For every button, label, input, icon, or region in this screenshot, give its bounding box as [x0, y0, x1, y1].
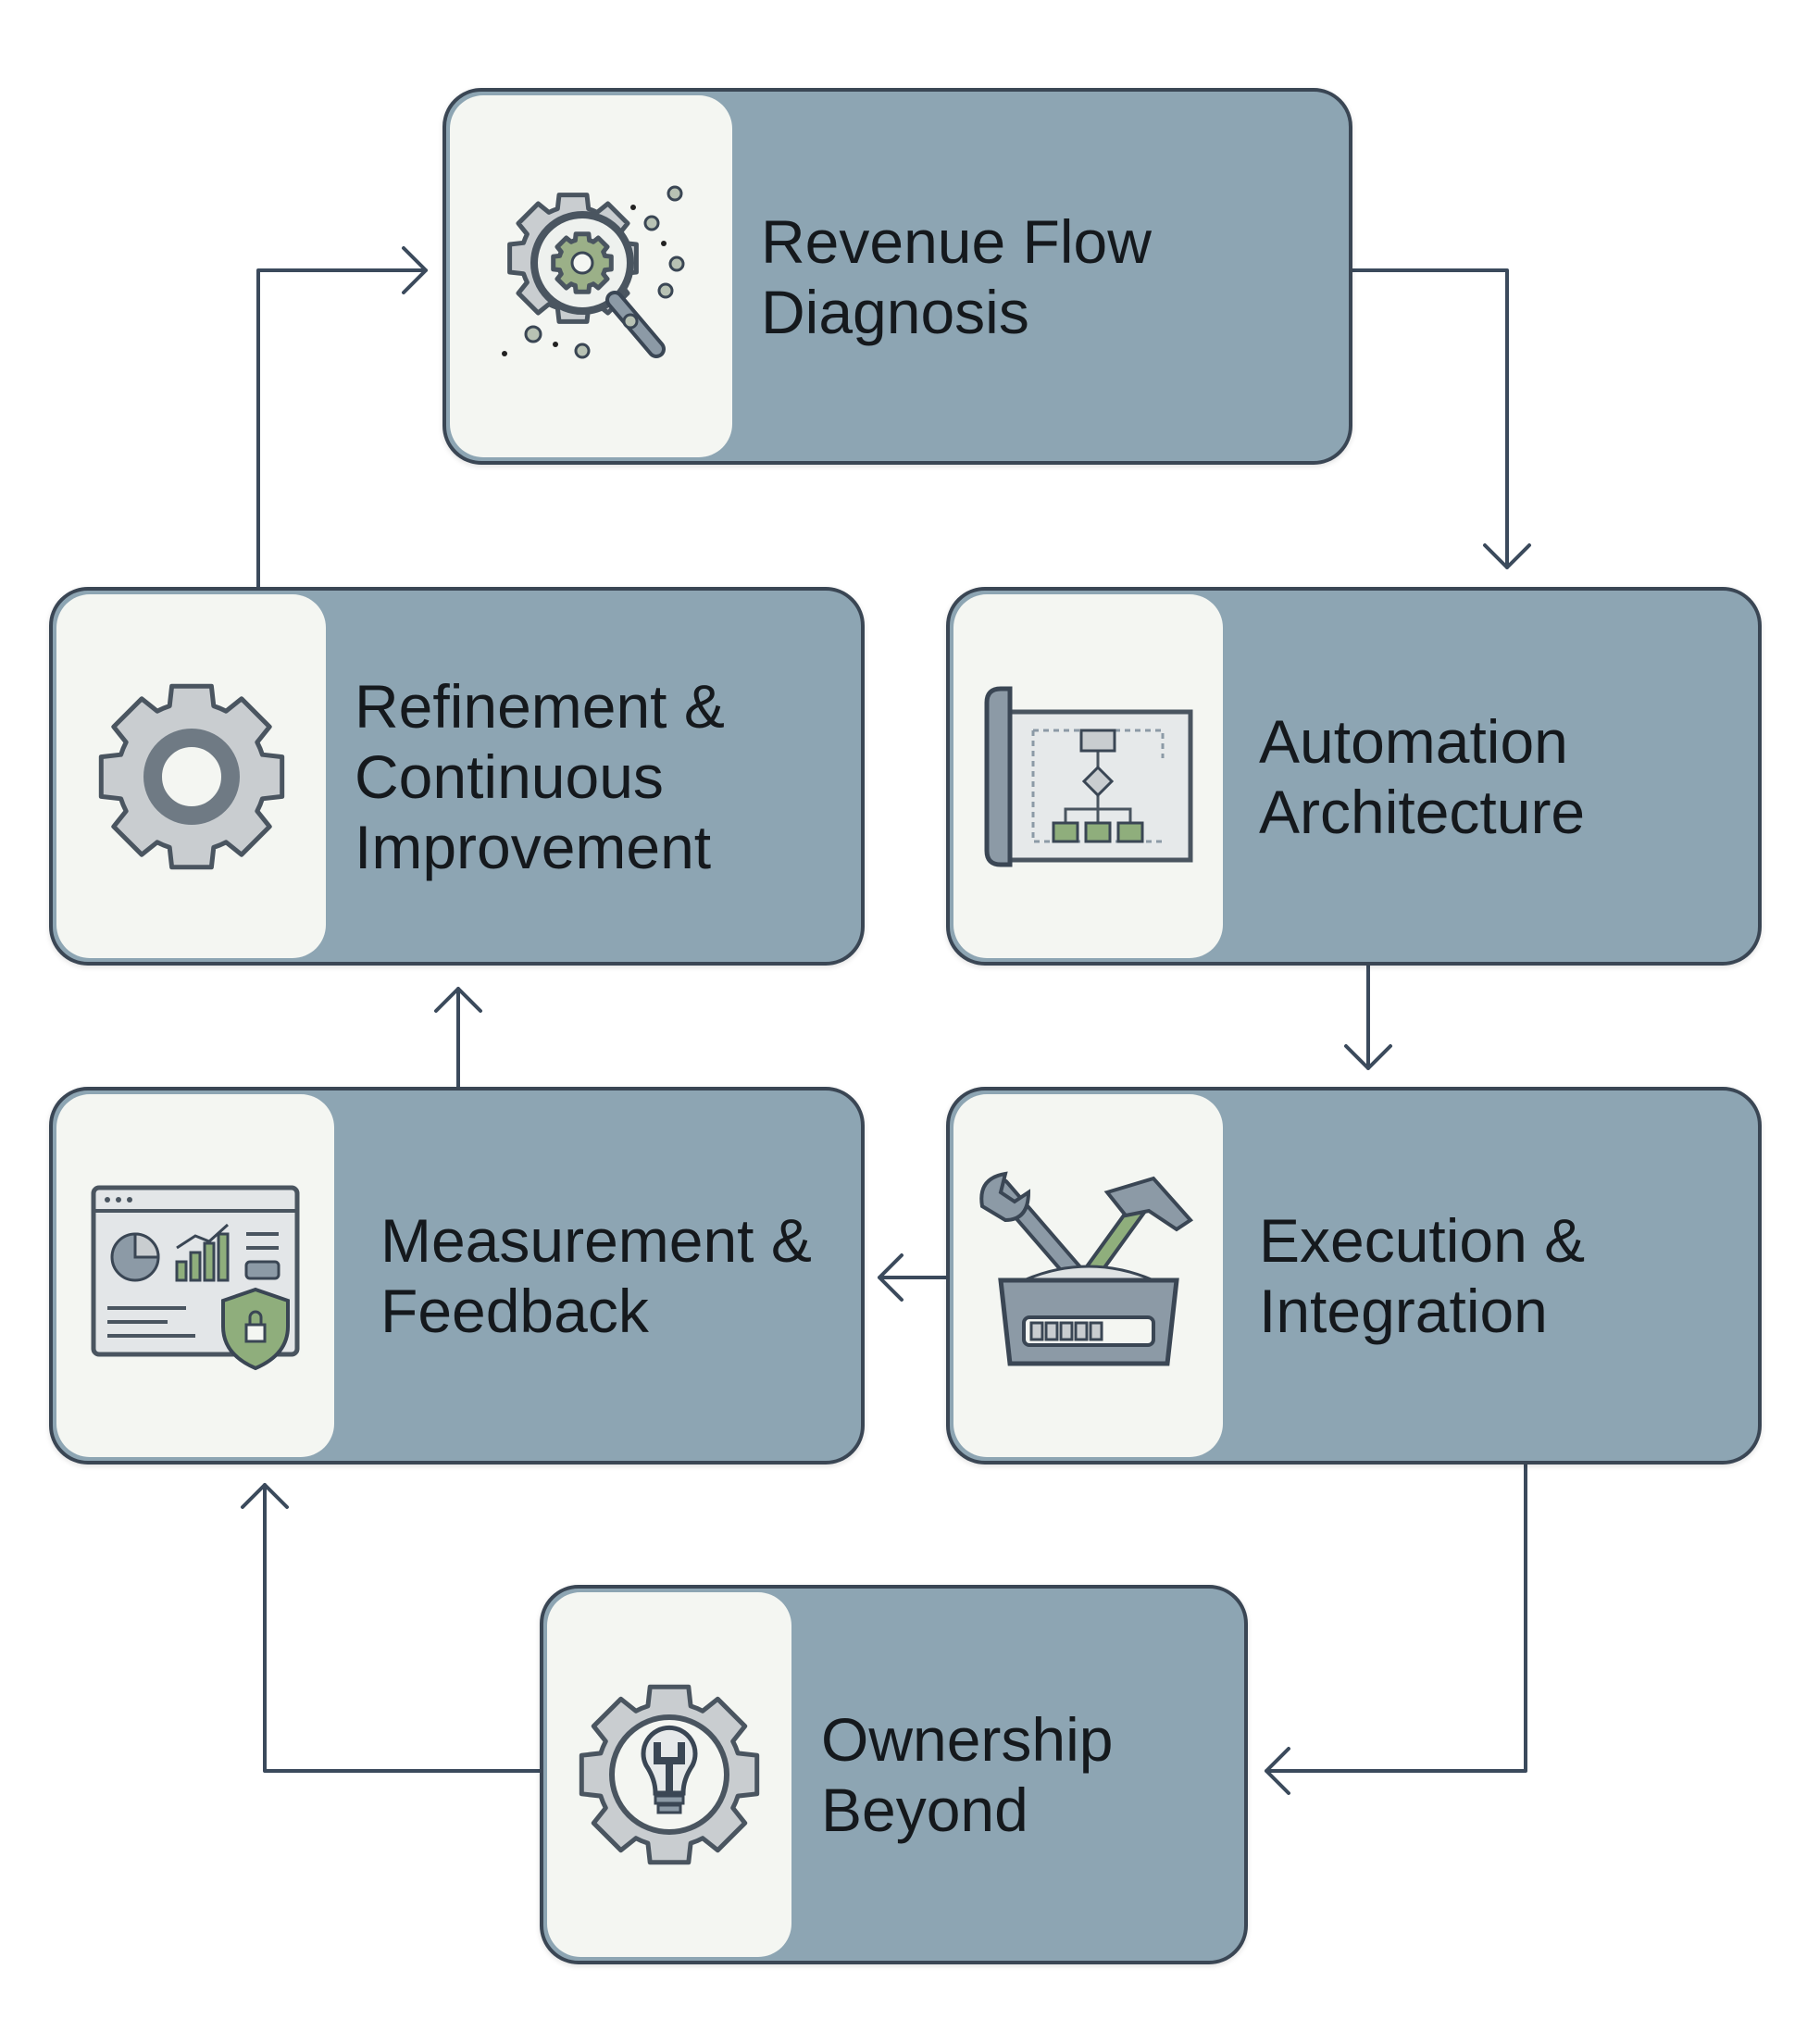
- toolbox-icon: [978, 1171, 1193, 1366]
- icon-panel: [953, 594, 1223, 958]
- step-title: Ownership Beyond: [821, 1589, 1113, 1961]
- icon-panel: [56, 1094, 334, 1457]
- title-line: Diagnosis: [761, 277, 1029, 346]
- step-card-execution-integration[interactable]: Execution & Integration: [946, 1087, 1762, 1464]
- title-line: Continuous: [355, 742, 664, 811]
- arrow-architecture-to-execution: [1344, 964, 1392, 1070]
- arrow-measurement-to-refinement: [434, 987, 482, 1089]
- magnifier-gear-icon: [501, 185, 684, 358]
- icon-panel: [953, 1094, 1223, 1457]
- icon-panel: [547, 1592, 791, 1957]
- step-card-automation-architecture[interactable]: Automation Architecture: [946, 587, 1762, 966]
- step-card-ownership-beyond[interactable]: Ownership Beyond: [540, 1585, 1248, 1964]
- step-title: Refinement & Continuous Improvement: [355, 591, 725, 962]
- blueprint-flowchart-icon: [984, 686, 1192, 866]
- step-card-revenue-flow-diagnosis[interactable]: Revenue Flow Diagnosis: [442, 88, 1352, 465]
- arrow-refinement-to-diagnosis: [256, 246, 428, 589]
- title-line: Architecture: [1259, 777, 1586, 846]
- step-title: Measurement & Feedback: [380, 1091, 812, 1461]
- step-title: Execution & Integration: [1259, 1091, 1585, 1461]
- title-line: Ownership: [821, 1705, 1114, 1774]
- arrow-execution-to-ownership: [1265, 1463, 1527, 1795]
- title-line: Revenue Flow: [761, 206, 1152, 276]
- arrow-ownership-to-measurement: [241, 1483, 542, 1773]
- icon-panel: [450, 95, 732, 457]
- title-line: Execution &: [1259, 1206, 1586, 1275]
- gear-icon: [98, 683, 284, 869]
- title-line: Improvement: [355, 812, 712, 881]
- title-line: Automation: [1259, 706, 1568, 776]
- step-card-measurement-feedback[interactable]: Measurement & Feedback: [49, 1087, 865, 1464]
- step-title: Automation Architecture: [1259, 591, 1585, 962]
- step-card-refinement-continuous-improvement[interactable]: Refinement & Continuous Improvement: [49, 587, 865, 966]
- dashboard-shield-icon: [91, 1185, 300, 1371]
- icon-panel: [56, 594, 326, 958]
- arrow-diagnosis-to-architecture: [1351, 268, 1531, 569]
- title-line: Integration: [1259, 1277, 1548, 1345]
- title-line: Measurement &: [380, 1206, 812, 1275]
- title-line: Beyond: [821, 1776, 1028, 1844]
- arrow-execution-to-measurement: [878, 1253, 948, 1302]
- title-line: Refinement &: [355, 671, 725, 741]
- gear-wrench-bulb-icon: [579, 1684, 760, 1865]
- title-line: Feedback: [380, 1277, 649, 1345]
- step-title: Revenue Flow Diagnosis: [761, 92, 1152, 461]
